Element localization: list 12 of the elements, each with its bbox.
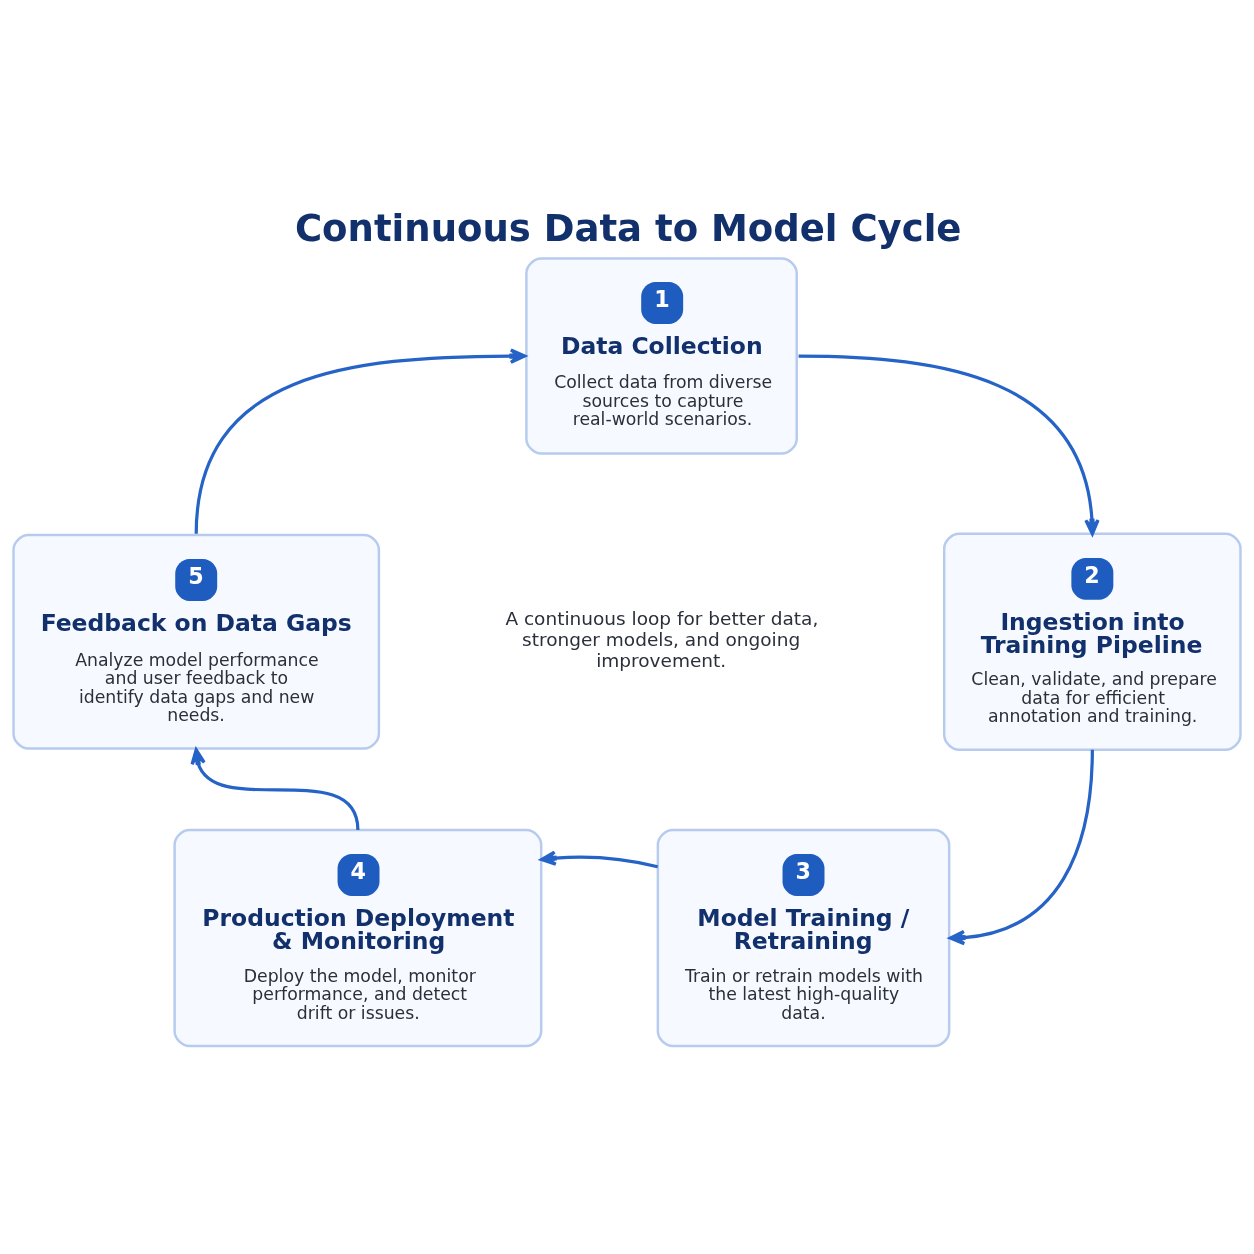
arrow bbox=[194, 348, 527, 534]
arrow bbox=[539, 850, 659, 869]
label: A continuous loop for better data, stronger models, and ongoing improvement. bbox=[505, 608, 819, 672]
arrow bbox=[948, 749, 1094, 946]
node-box: 5 Feedback on Data Gaps Analyze model performance and user feedback to identify data gaps and new needs. bbox=[12, 533, 381, 750]
node-box: 2 Ingestion into Training Pipeline Clean, validate, and prepare data for efficient annotation and training. bbox=[943, 532, 1242, 752]
node-box: 1 Data Collection Collect data from diverse sources to capture real-world scenarios. bbox=[525, 257, 798, 455]
arrow bbox=[190, 748, 360, 831]
diagram-title: Continuous Data to Model Cycle bbox=[294, 207, 962, 251]
node-box: 4 Production Deployment & Monitoring Deploy the model, monitor performance, and detect drift or issues. bbox=[173, 828, 543, 1048]
arrow bbox=[798, 354, 1100, 536]
node-box: 3 Model Training / Retraining Train or retrain models with the latest high-quality data. bbox=[656, 828, 951, 1048]
